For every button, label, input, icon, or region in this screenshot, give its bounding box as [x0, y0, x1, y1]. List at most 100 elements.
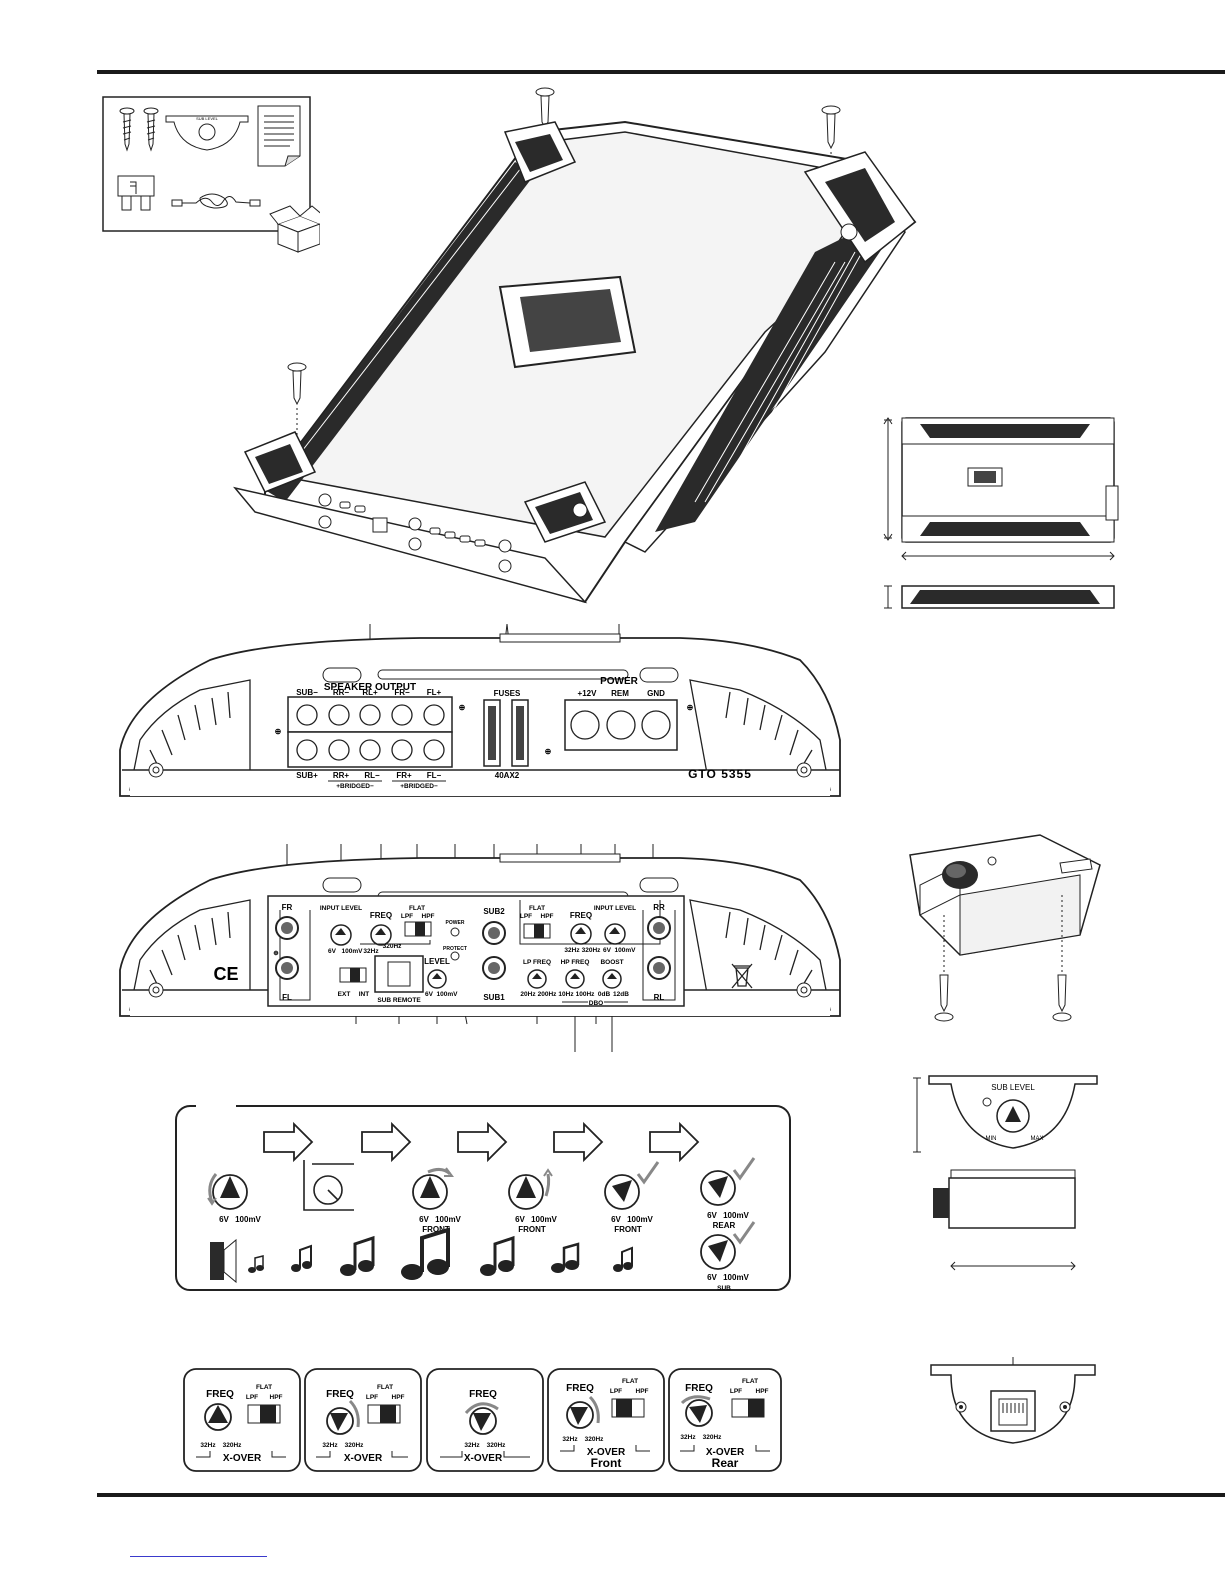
xo1-320hz: 320Hz [223, 1442, 243, 1449]
hpf-label-l: HPF [422, 913, 435, 920]
knob-icon [700, 1234, 736, 1270]
model-label: GTO 5355 [688, 767, 752, 781]
music-note-icon [291, 1244, 312, 1272]
xo3-320hz: 320Hz [487, 1442, 507, 1449]
tuning-procedure: 6V 100mV 6V 100mV FRONT 6V 100mV FRONT 6… [175, 1100, 791, 1292]
remote-knob-plate: SUB LEVEL [165, 115, 249, 151]
xo3-32hz: 32Hz [464, 1442, 480, 1449]
step5-front: FRONT [614, 1225, 642, 1234]
rl-label: RL [654, 993, 665, 1002]
level-100mv: 100mV [437, 991, 459, 998]
sub1-label: SUB1 [483, 993, 505, 1002]
protect-led-label: PROTECT [443, 946, 467, 952]
xo5-hpf: HPF [756, 1388, 769, 1395]
step6-100mv: 100mV [723, 1211, 749, 1220]
term-bottom-2: RR+ [333, 771, 350, 780]
sub2-label: SUB2 [483, 907, 505, 916]
fuse-icon [117, 175, 155, 211]
step6-sub: SUB [717, 1285, 731, 1292]
lpf-label-r: LPF [520, 913, 532, 920]
xo5-32hz: 32Hz [680, 1434, 696, 1441]
screw-icon [934, 974, 954, 1022]
screw-icon [821, 105, 841, 150]
term-bottom-5: FL− [427, 771, 442, 780]
power-gnd: GND [647, 689, 665, 698]
screw-icon [287, 362, 307, 406]
step3-front: FRONT [422, 1225, 450, 1234]
xo2-freq: FREQ [326, 1389, 354, 1400]
flat-label-l: FLAT [409, 905, 425, 912]
xo4-freq: FREQ [566, 1383, 594, 1394]
hz320-r: 320Hz [582, 947, 602, 954]
bridged-label-1: +BRIDGED− [336, 783, 374, 790]
power-led-label: POWER [446, 920, 465, 926]
screw-icon [1052, 974, 1072, 1022]
hz200: 200Hz [538, 991, 558, 998]
remote-mounting [909, 834, 1101, 1022]
meter-icon [303, 1160, 354, 1211]
bridged-label-2: +BRIDGED− [400, 783, 438, 790]
hz100: 100Hz [576, 991, 596, 998]
hz20: 20Hz [520, 991, 536, 998]
svg-text:⊕: ⊕ [273, 950, 279, 957]
fuse-rating: 40AX2 [495, 771, 520, 780]
check-icon [732, 1221, 756, 1245]
amplifier-isometric [233, 87, 917, 604]
power-rem: REM [611, 689, 629, 698]
xo2-320hz: 320Hz [345, 1442, 365, 1449]
hz10: 10Hz [558, 991, 574, 998]
term-bottom-3: RL− [364, 771, 380, 780]
xo4-flat: FLAT [622, 1378, 638, 1385]
xo4-label: X-OVER [587, 1447, 626, 1458]
term-top-4: FR− [394, 688, 410, 697]
top-rule [97, 70, 1225, 74]
knob-icon [700, 1170, 736, 1206]
manual-icon [257, 105, 301, 167]
knob-icon [508, 1168, 553, 1210]
term-top-1: SUB− [296, 688, 318, 697]
knob-icon [604, 1174, 640, 1210]
svg-text:SUB LEVEL: SUB LEVEL [196, 116, 219, 121]
knob-icon [207, 1173, 248, 1210]
remote-back [930, 1357, 1096, 1444]
svg-text:⊕: ⊕ [545, 747, 552, 756]
xo2-hpf: HPF [392, 1394, 405, 1401]
hz32-l: 32Hz [363, 948, 379, 955]
step1-100mv: 100mV [235, 1215, 261, 1224]
step3-100mv: 100mV [435, 1215, 461, 1224]
xo5-lpf: LPF [730, 1388, 742, 1395]
level-6v: 6V [425, 991, 434, 998]
xo4-lpf: LPF [610, 1388, 622, 1395]
rr-label: RR [653, 903, 665, 912]
xo4-front: Front [591, 1456, 622, 1470]
cable-icon [171, 193, 261, 209]
hz32-r: 32Hz [564, 947, 580, 954]
xo3-label: X-OVER [464, 1453, 503, 1464]
xo3-freq: FREQ [469, 1389, 497, 1400]
term-top-3: RL+ [362, 688, 378, 697]
xo5-320hz: 320Hz [703, 1434, 723, 1441]
music-note-icon [551, 1242, 580, 1273]
sub-remote-label: SUB REMOTE [377, 997, 421, 1004]
step4-front: FRONT [518, 1225, 546, 1234]
in-100mv-r: 100mV [615, 947, 637, 954]
step6-6v: 6V [707, 1211, 717, 1220]
step3-6v: 6V [419, 1215, 429, 1224]
remote-dimensions: SUB LEVEL MIN MAX [913, 1075, 1098, 1271]
xo1-32hz: 32Hz [200, 1442, 216, 1449]
speaker-power-panel: SPEAKER OUTPUT SUB− RR− RL+ FR− FL+ ⊕ ⊕ … [119, 623, 841, 820]
in-100mv-l: 100mV [342, 948, 364, 955]
xo2-lpf: LPF [366, 1394, 378, 1401]
music-note-icon [480, 1235, 515, 1276]
hp-freq-label: HP FREQ [561, 959, 590, 966]
boost-label: BOOST [600, 959, 623, 966]
max-label: MAX [1030, 1136, 1043, 1142]
screw-icon [119, 107, 135, 152]
speaker-icon [210, 1238, 237, 1284]
in-6v-r: 6V [603, 947, 612, 954]
lpf-label-l: LPF [401, 913, 413, 920]
xo2-flat: FLAT [377, 1384, 393, 1391]
dimension-views [883, 417, 1119, 609]
sub-level-label: SUB LEVEL [991, 1083, 1035, 1092]
xo1-flat: FLAT [256, 1384, 272, 1391]
